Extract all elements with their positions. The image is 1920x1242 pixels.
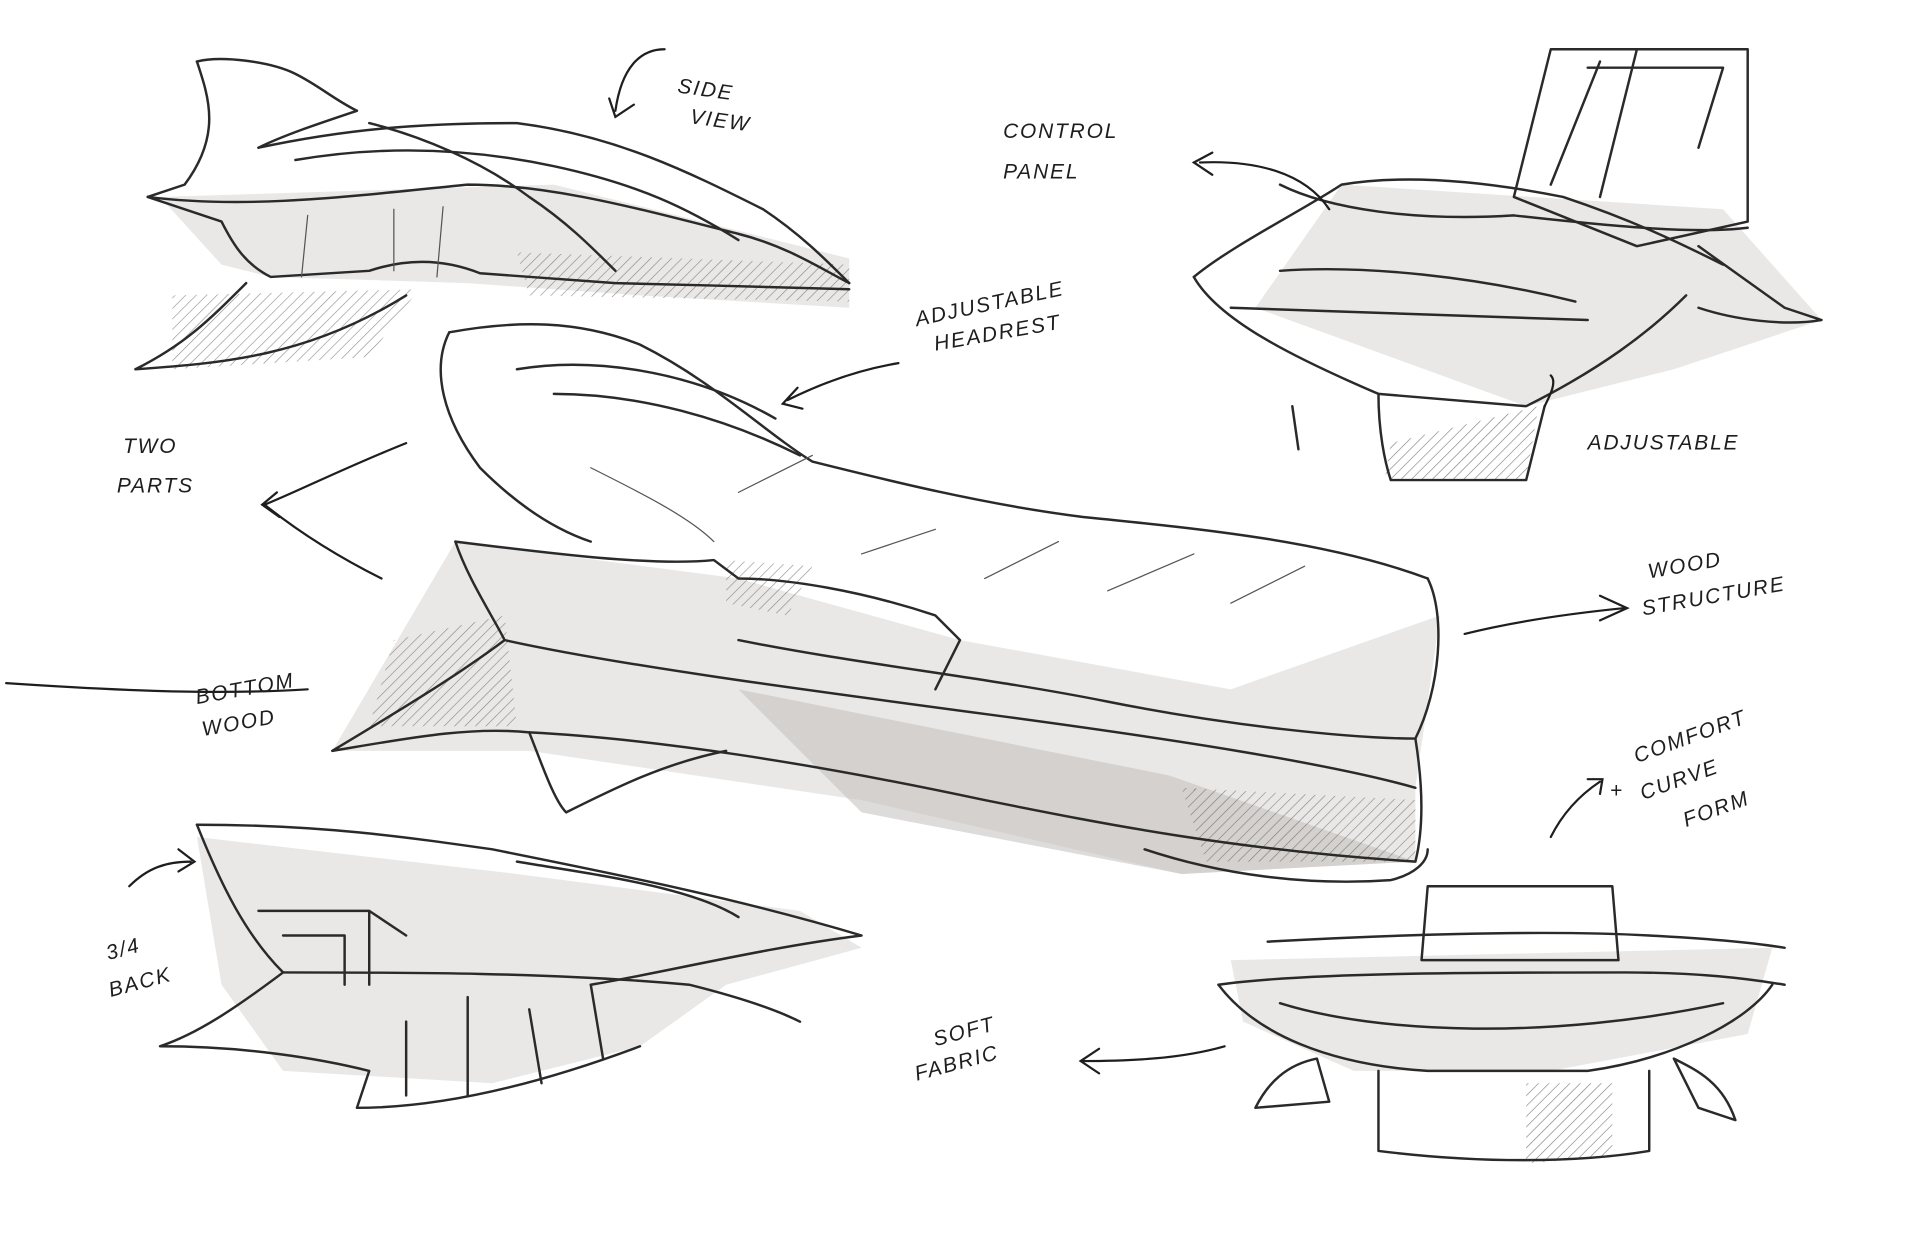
label-two-parts-2: PARTS — [117, 474, 194, 497]
front-view-sketch — [1217, 885, 1786, 1164]
label-adjustable: ADJUSTABLE — [1586, 431, 1740, 454]
label-three-quarter-back-2: BACK — [106, 963, 174, 1002]
label-bottom-wood-1: BOTTOM — [194, 669, 297, 709]
label-two-parts-1: TWO — [123, 435, 177, 458]
label-bottom-wood-2: WOOD — [200, 705, 278, 741]
label-control-panel-2: PANEL — [1003, 160, 1079, 183]
main-chair-sketch — [331, 323, 1441, 883]
label-soft-fabric-2: FABRIC — [912, 1041, 1001, 1086]
three-quarter-back-sketch — [158, 823, 863, 1110]
side-view-sketch — [134, 57, 851, 371]
label-side-view-2: VIEW — [689, 105, 753, 136]
label-plus: + — [1610, 780, 1624, 803]
label-control-panel-1: CONTROL — [1003, 120, 1118, 143]
label-side-view-1: SIDE — [676, 74, 735, 105]
annotation-arrows — [5, 48, 1630, 1075]
label-comfort: COMFORT — [1631, 706, 1750, 768]
label-three-quarter-back-1: 3/4 — [104, 934, 143, 965]
control-panel-sketch — [1192, 48, 1823, 482]
label-wood-structure-1: WOOD — [1646, 548, 1724, 584]
label-form: FORM — [1680, 787, 1753, 832]
